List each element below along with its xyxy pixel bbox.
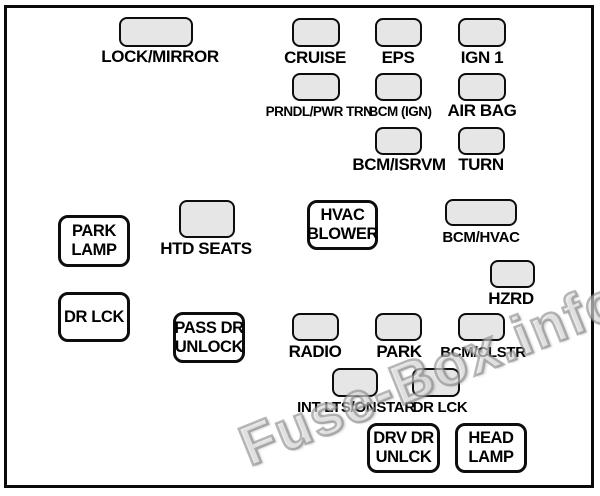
fuse-cruise: [292, 18, 340, 47]
fuse-prndl-pwr-trn: [292, 73, 340, 101]
fuse-ign-1: [458, 18, 506, 47]
relay-box-park-lamp-line2: LAMP: [71, 241, 117, 259]
fuse-lock-mirror: [119, 17, 193, 47]
fuse-bcm-ign: [375, 73, 422, 101]
fuse-htd-seats: [179, 200, 235, 238]
relay-box-head-lamp: HEAD LAMP: [455, 423, 527, 473]
fuse-park: [375, 313, 422, 341]
relay-box-hvac-blower-line2: BLOWER: [307, 225, 378, 243]
fuse-label-cruise: CRUISE: [284, 48, 346, 67]
fuse-turn: [458, 127, 505, 155]
fuse-radio: [292, 313, 339, 341]
fuse-label-prndl-pwr-trn: PRNDL/PWR TRN: [265, 104, 373, 119]
fuse-label-bcm-clstr: BCM/CLSTR: [440, 344, 526, 361]
relay-box-pass-dr-unlock: PASS DR UNLOCK: [173, 312, 245, 363]
fuse-label-bcm-ign: BCM (IGN): [368, 104, 433, 119]
fuse-air-bag: [458, 73, 506, 101]
relay-box-hvac-blower-line1: HVAC: [320, 206, 365, 224]
fuse-hzrd: [490, 260, 535, 288]
fuse-bcm-isrvm: [375, 127, 422, 155]
relay-box-drv-dr-unlck: DRV DR UNLCK: [367, 423, 440, 473]
fuse-bcm-clstr: [458, 313, 505, 341]
fuse-label-ign-1: IGN 1: [460, 48, 504, 67]
fuse-label-hzrd: HZRD: [488, 289, 534, 308]
fuse-label-air-bag: AIR BAG: [447, 101, 517, 120]
fuse-int-lts-onstar: [332, 368, 378, 397]
fuse-label-bcm-isrvm: BCM/ISRVM: [352, 155, 446, 174]
fuse-label-lock-mirror: LOCK/MIRROR: [101, 47, 219, 66]
fuse-label-htd-seats: HTD SEATS: [160, 239, 252, 258]
fuse-label-int-lts-onstar: INT LTS/ONSTAR: [297, 399, 415, 416]
relay-box-dr-lck-line1: DR LCK: [64, 307, 124, 326]
fuse-label-park: PARK: [376, 342, 422, 361]
fuse-label-bcm-hvac: BCM/HVAC: [442, 229, 520, 246]
fuse-label-radio: RADIO: [288, 342, 342, 361]
relay-box-pass-dr-unlock-line2: UNLOCK: [174, 337, 244, 356]
relay-box-head-lamp-line1: HEAD: [468, 429, 514, 447]
relay-box-dr-lck: DR LCK: [58, 292, 130, 342]
relay-box-drv-dr-unlck-line1: DRV DR: [373, 429, 434, 447]
fuse-dr-lck: [412, 368, 460, 397]
relay-box-park-lamp: PARK LAMP: [58, 215, 130, 267]
fuse-label-eps: EPS: [381, 48, 415, 67]
fuse-label-turn: TURN: [458, 155, 504, 174]
fuse-eps: [375, 18, 422, 47]
relay-box-hvac-blower: HVAC BLOWER: [307, 200, 378, 250]
fuse-label-dr-lck: DR LCK: [412, 399, 468, 416]
relay-box-drv-dr-unlck-line2: UNLCK: [375, 448, 432, 466]
relay-box-head-lamp-line2: LAMP: [468, 448, 514, 466]
relay-box-park-lamp-line1: PARK: [72, 222, 116, 240]
relay-box-pass-dr-unlock-line1: PASS DR: [174, 318, 244, 337]
fuse-bcm-hvac: [445, 199, 517, 226]
